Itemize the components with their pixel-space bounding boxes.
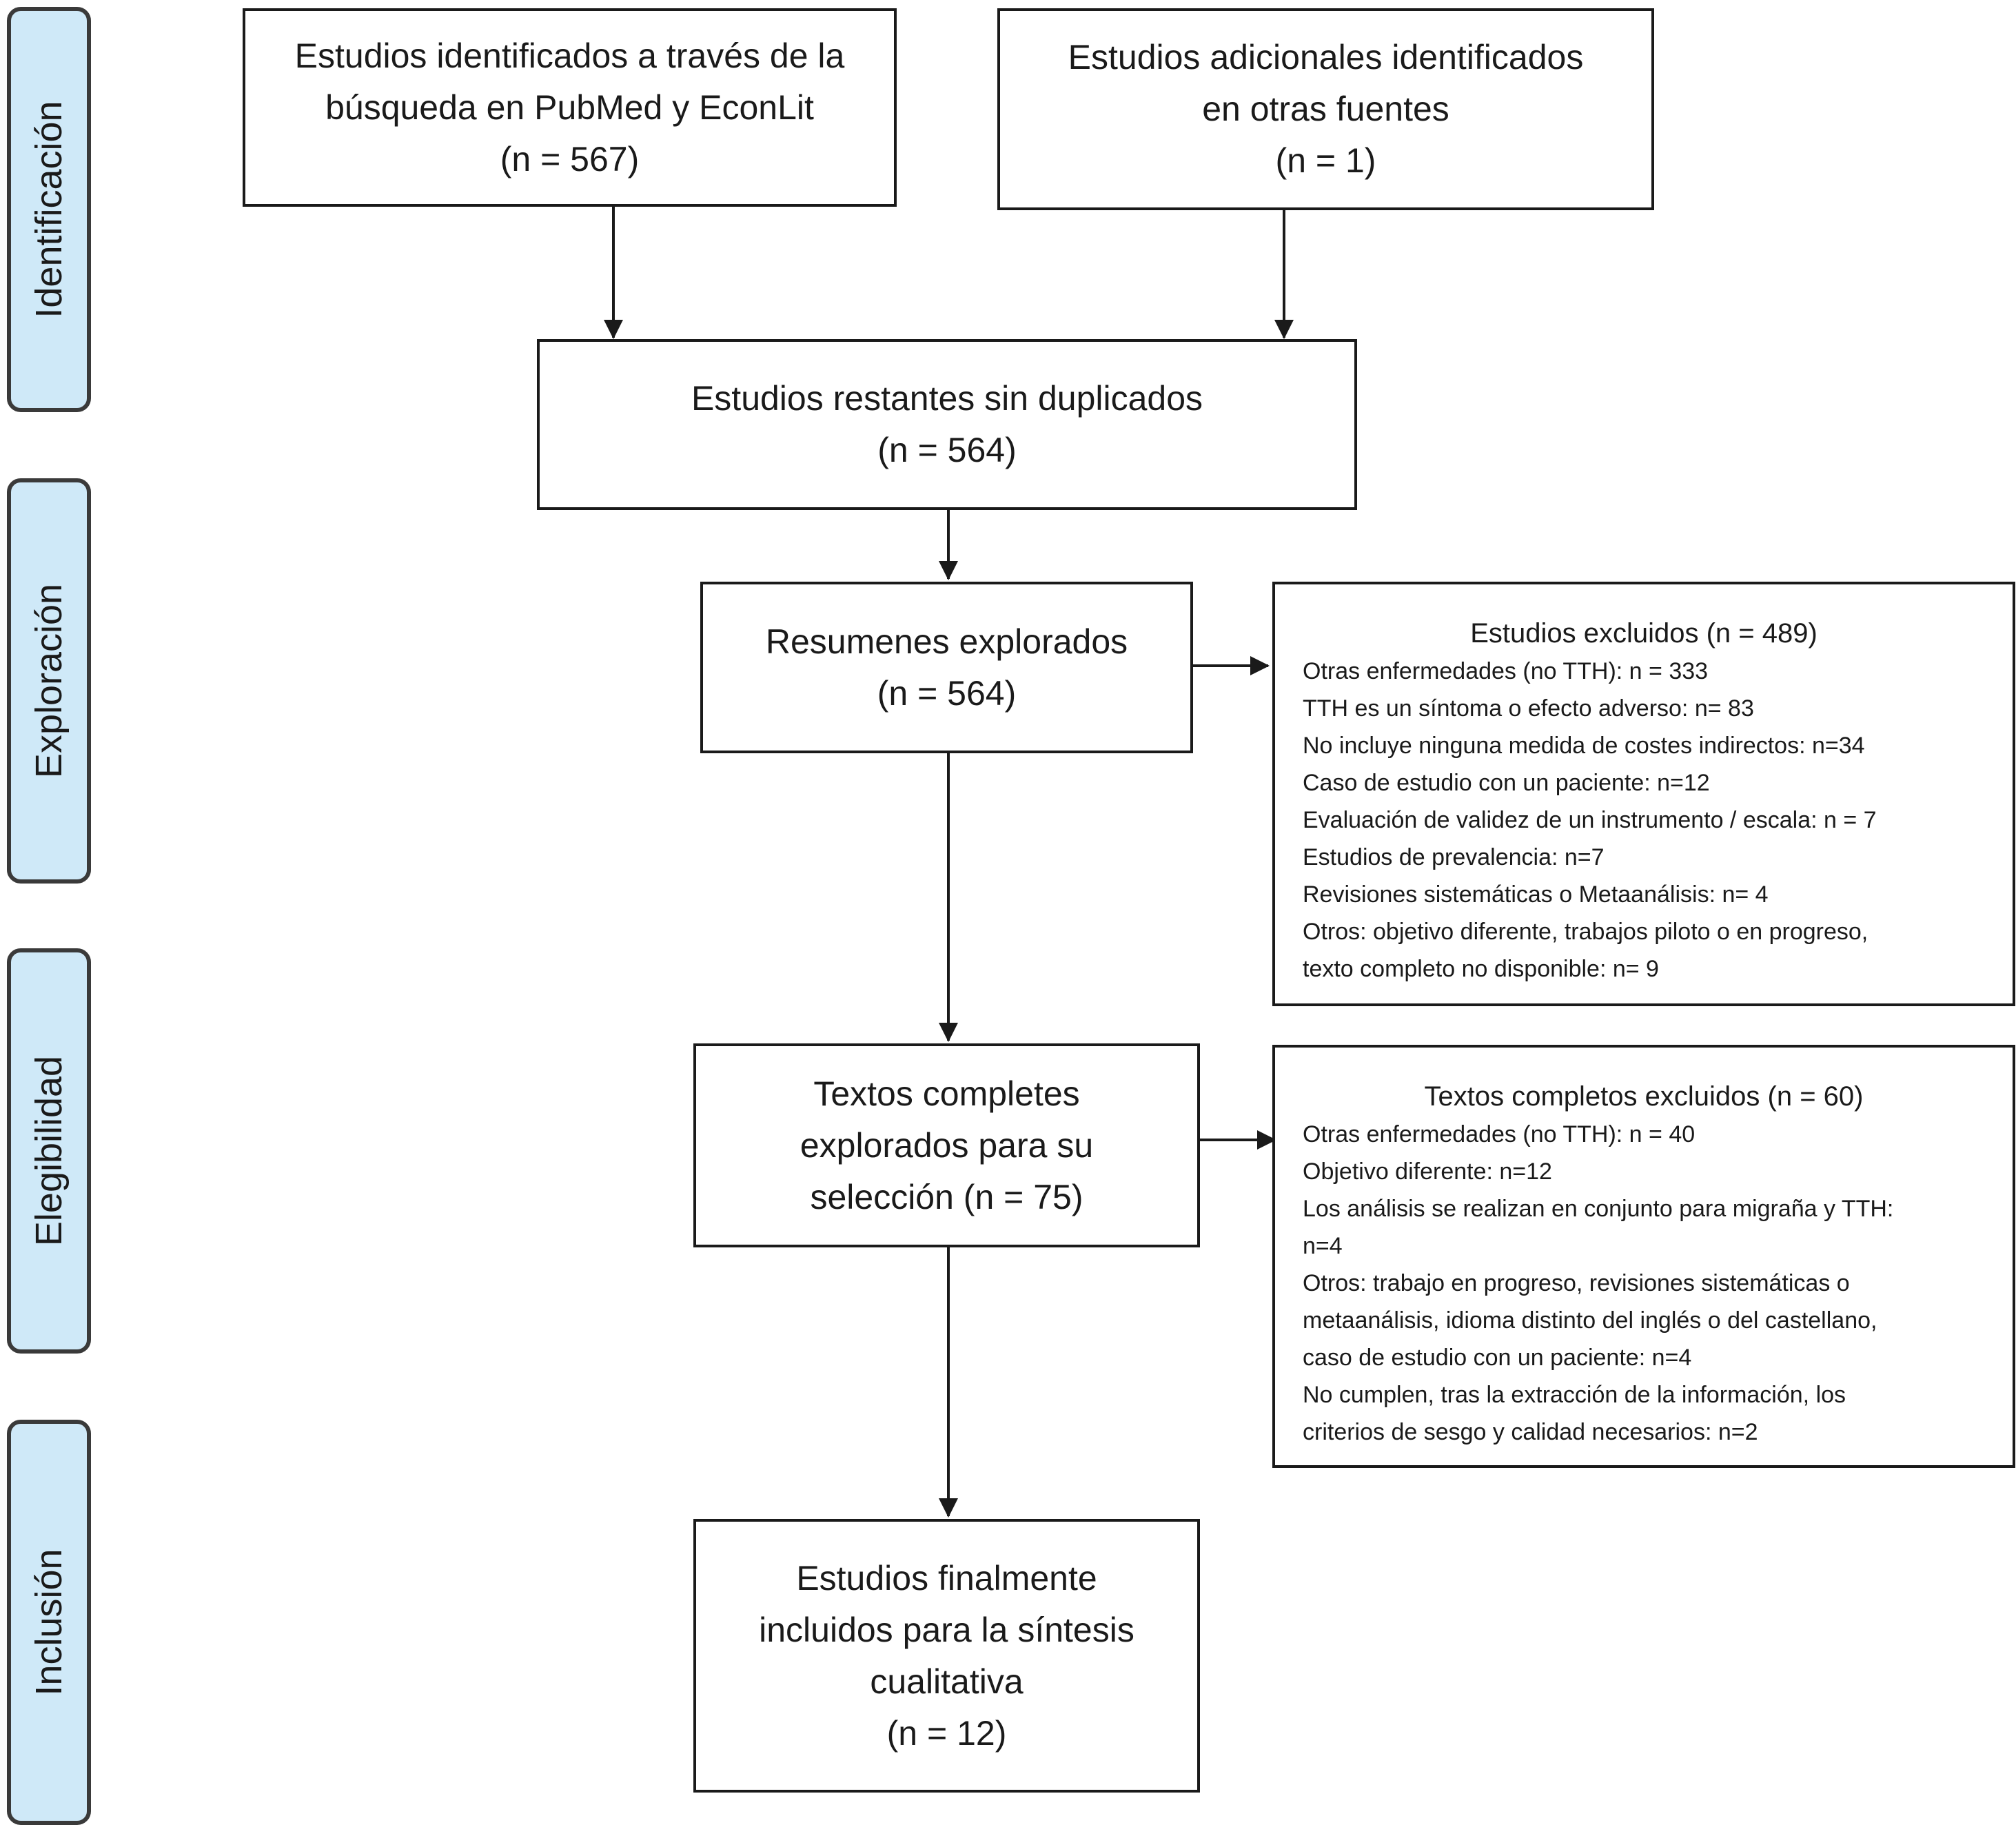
box-line: en otras fuentes <box>1202 90 1449 128</box>
list-item: No cumplen, tras la extracción de la inf… <box>1303 1382 1846 1408</box>
stage-inclusion: Inclusión <box>7 1420 91 1825</box>
excluded-fulltext-list: Otras enfermedades (no TTH): n = 40 Obje… <box>1303 1116 1985 1451</box>
list-item: caso de estudio con un paciente: n=4 <box>1303 1345 1692 1371</box>
list-item: Los análisis se realizan en conjunto par… <box>1303 1196 1894 1222</box>
list-item: n=4 <box>1303 1233 1343 1259</box>
box-count: (n = 564) <box>877 431 1017 469</box>
box-other-sources: Estudios adicionales identificados en ot… <box>997 8 1654 210</box>
box-count: (n = 567) <box>500 139 640 178</box>
box-fulltext: Textos completes explorados para su sele… <box>693 1043 1200 1247</box>
box-line: Textos completes <box>813 1074 1080 1113</box>
box-line: incluidos para la síntesis <box>759 1610 1134 1649</box>
stage-screening: Exploración <box>7 478 91 884</box>
list-item: Estudios de prevalencia: n=7 <box>1303 844 1605 870</box>
box-line: búsqueda en PubMed y EconLit <box>325 88 814 127</box>
box-line: explorados para su <box>800 1125 1094 1165</box>
list-item: Otras enfermedades (no TTH): n = 333 <box>1303 658 1709 684</box>
box-screened: Resumenes explorados (n = 564) <box>700 582 1193 753</box>
box-count: (n = 12) <box>886 1713 1007 1753</box>
box-after-duplicates: Estudios restantes sin duplicados (n = 5… <box>537 339 1357 510</box>
list-item: Evaluación de validez de un instrumento … <box>1303 807 1877 833</box>
box-included: Estudios finalmente incluidos para la sí… <box>693 1519 1200 1793</box>
arrowhead <box>939 1498 958 1518</box>
box-line: Estudios identificados a través de la <box>294 36 845 75</box>
list-item: texto completo no disponible: n= 9 <box>1303 956 1659 982</box>
list-item: Caso de estudio con un paciente: n=12 <box>1303 770 1710 796</box>
stage-identification: Identificación <box>7 7 91 412</box>
box-database-search: Estudios identificados a través de la bú… <box>243 8 897 207</box>
excluded-abstracts-list: Otras enfermedades (no TTH): n = 333 TTH… <box>1303 653 1985 988</box>
box-count: (n = 1) <box>1275 141 1376 180</box>
box-line: cualitativa <box>870 1662 1024 1701</box>
box-line: selección (n = 75) <box>810 1177 1083 1216</box>
list-item: criterios de sesgo y calidad necesarios:… <box>1303 1419 1758 1445</box>
excluded-abstracts-title: Estudios excluidos (n = 489) <box>1470 618 1818 649</box>
arrowhead <box>604 320 623 339</box>
arrowhead <box>1257 1130 1276 1150</box>
box-line: Resumenes explorados <box>765 622 1128 661</box>
list-item: metaanálisis, idioma distinto del inglés… <box>1303 1307 1877 1334</box>
list-item: Otras enfermedades (no TTH): n = 40 <box>1303 1121 1696 1147</box>
box-line: Estudios finalmente <box>796 1558 1097 1598</box>
stage-eligibility: Elegibilidad <box>7 948 91 1354</box>
box-line: Estudios adicionales identificados <box>1068 38 1584 76</box>
arrowhead <box>1274 320 1294 339</box>
arrowhead <box>1250 656 1270 675</box>
list-item: Objetivo diferente: n=12 <box>1303 1159 1552 1185</box>
list-item: Otros: objetivo diferente, trabajos pilo… <box>1303 919 1869 945</box>
box-excluded-fulltext: Textos completos excluidos (n = 60) Otra… <box>1272 1045 2015 1468</box>
list-item: TTH es un síntoma o efecto adverso: n= 8… <box>1303 695 1754 722</box>
box-excluded-abstracts: Estudios excluidos (n = 489) Otras enfer… <box>1272 582 2015 1006</box>
list-item: Revisiones sistemáticas o Metaanálisis: … <box>1303 881 1769 908</box>
arrowhead <box>939 1023 958 1042</box>
list-item: No incluye ninguna medida de costes indi… <box>1303 733 1865 759</box>
box-line: Estudios restantes sin duplicados <box>691 379 1203 418</box>
box-count: (n = 564) <box>877 673 1017 713</box>
arrowhead <box>939 561 958 580</box>
list-item: Otros: trabajo en progreso, revisiones s… <box>1303 1270 1850 1296</box>
excluded-fulltext-title: Textos completos excluidos (n = 60) <box>1424 1081 1864 1112</box>
